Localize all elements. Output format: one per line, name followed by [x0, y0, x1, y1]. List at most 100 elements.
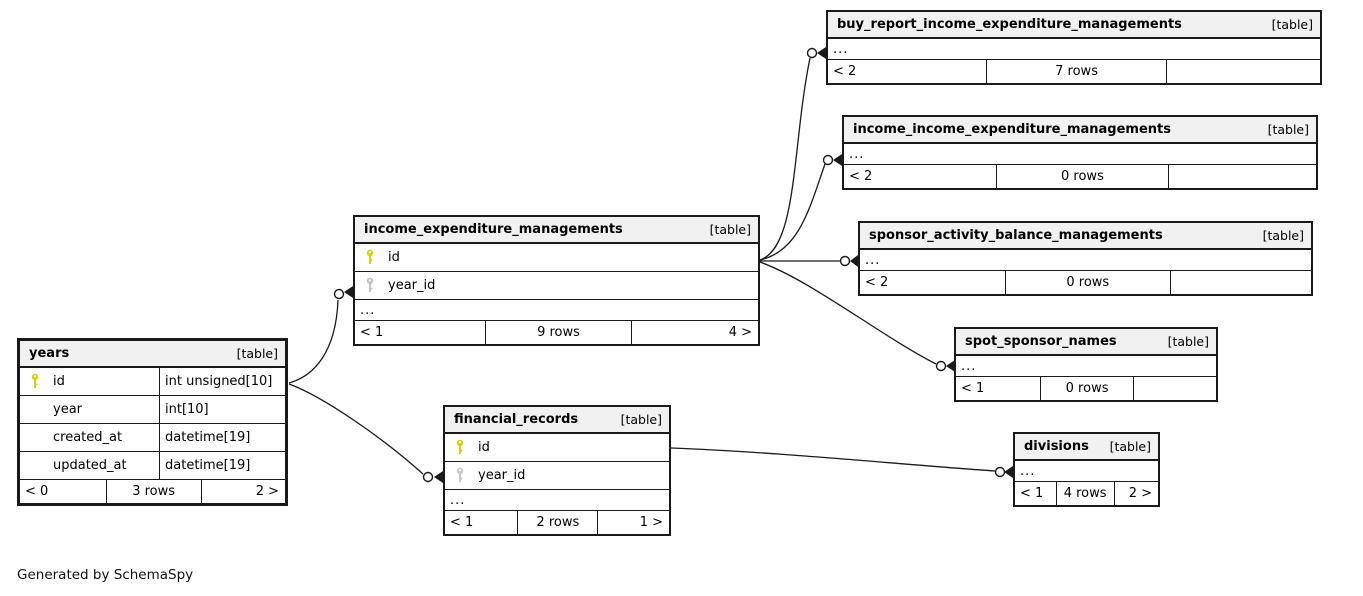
table-name: financial_records	[454, 412, 579, 427]
footer-parents: < 1	[961, 381, 985, 396]
footer-row-count: 2 rows	[517, 511, 597, 534]
table-name: years	[29, 346, 70, 361]
column-type: int unsigned[10]	[159, 368, 285, 395]
foreign-key-icon	[364, 277, 376, 294]
footer-children: 1 >	[597, 511, 669, 534]
table-income_income_expenditure_managements[interactable]: income_income_expenditure_managements [t…	[842, 115, 1318, 190]
footer-row-count: 0 rows	[1004, 271, 1170, 294]
table-name: spot_sponsor_names	[965, 334, 1117, 349]
table-sponsor_activity_balance_managements[interactable]: sponsor_activity_balance_managements [ta…	[858, 221, 1313, 296]
relationship-iem-to-buy_report	[759, 47, 826, 261]
column-row-created-at: created_at datetime[19]	[20, 424, 285, 452]
footer-children	[1133, 377, 1216, 400]
column-row-year-id: year_id	[355, 272, 758, 300]
footer-row-count: 9 rows	[484, 321, 632, 344]
table-footer: < 1 0 rows	[956, 377, 1216, 400]
column-name: year_id	[388, 278, 436, 293]
footer-children	[1166, 60, 1320, 83]
table-footer: < 2 0 rows	[844, 165, 1316, 188]
relationship-years-to-income_expenditure_managements	[288, 286, 353, 384]
primary-key-icon	[454, 439, 466, 456]
footer-parents: < 2	[849, 169, 873, 184]
table-buy_report_income_expenditure_managements[interactable]: buy_report_income_expenditure_management…	[826, 10, 1322, 85]
column-type: datetime[19]	[159, 424, 285, 451]
hidden-columns-ellipsis: ...	[828, 39, 1320, 60]
column-type: int[10]	[159, 396, 285, 423]
footer-row-count: 4 rows	[1055, 482, 1114, 505]
relationship-financial_records-to-divisions	[670, 447, 1013, 478]
column-type: datetime[19]	[159, 452, 285, 479]
column-name: created_at	[53, 430, 123, 445]
table-divisions[interactable]: divisions [table] ... < 1 4 rows 2 >	[1013, 432, 1160, 507]
column-name: id	[53, 374, 65, 389]
footer-row-count: 0 rows	[1039, 377, 1133, 400]
footer-children: 4 >	[631, 321, 758, 344]
table-tag: [table]	[1262, 228, 1304, 243]
table-header: income_expenditure_managements [table]	[355, 217, 758, 244]
column-row-id: id int unsigned[10]	[20, 368, 285, 396]
column-row-year: year int[10]	[20, 396, 285, 424]
table-financial_records[interactable]: financial_records [table] id year_id ...…	[443, 405, 671, 536]
table-header: financial_records [table]	[445, 407, 669, 434]
primary-key-icon	[29, 373, 41, 390]
footer-row-count: 7 rows	[986, 60, 1166, 83]
table-tag: [table]	[1271, 17, 1313, 32]
footer-row-count: 0 rows	[995, 165, 1169, 188]
footer-parents: < 0	[25, 484, 49, 499]
hidden-columns-ellipsis: ...	[860, 250, 1311, 271]
table-years[interactable]: years [table] id int unsigned[10] year i…	[17, 338, 288, 506]
table-tag: [table]	[1109, 439, 1151, 454]
table-footer: < 1 4 rows 2 >	[1015, 482, 1158, 505]
hidden-columns-ellipsis: ...	[844, 144, 1316, 165]
footer-children: 2 >	[200, 480, 285, 503]
table-header: divisions [table]	[1015, 434, 1158, 461]
column-name: year_id	[478, 468, 526, 483]
footer-parents: < 2	[865, 275, 889, 290]
table-tag: [table]	[236, 346, 278, 361]
footer-children	[1169, 271, 1311, 294]
generator-note: Generated by SchemaSpy	[17, 567, 194, 583]
hidden-columns-ellipsis: ...	[956, 356, 1216, 377]
table-footer: < 1 2 rows 1 >	[445, 511, 669, 534]
footer-parents: < 1	[450, 515, 474, 530]
column-row-year-id: year_id	[445, 462, 669, 490]
table-spot_sponsor_names[interactable]: spot_sponsor_names [table] ... < 1 0 row…	[954, 327, 1218, 402]
footer-parents: < 1	[1020, 486, 1044, 501]
table-header: spot_sponsor_names [table]	[956, 329, 1216, 356]
hidden-columns-ellipsis: ...	[355, 300, 758, 321]
table-tag: [table]	[709, 222, 751, 237]
table-header: income_income_expenditure_managements [t…	[844, 117, 1316, 144]
footer-parents: < 1	[360, 325, 384, 340]
relationship-iem-to-sponsor_activity	[760, 255, 858, 267]
table-footer: < 2 7 rows	[828, 60, 1320, 83]
footer-row-count: 3 rows	[105, 480, 201, 503]
table-tag: [table]	[620, 412, 662, 427]
table-name: income_income_expenditure_managements	[853, 122, 1171, 137]
footer-children	[1168, 165, 1316, 188]
hidden-columns-ellipsis: ...	[1015, 461, 1158, 482]
footer-children: 2 >	[1113, 482, 1158, 505]
relationship-iem-to-income_income	[759, 154, 842, 261]
table-income_expenditure_managements[interactable]: income_expenditure_managements [table] i…	[353, 215, 760, 346]
foreign-key-icon	[454, 467, 466, 484]
hidden-columns-ellipsis: ...	[445, 490, 669, 511]
column-name: updated_at	[53, 458, 127, 473]
table-tag: [table]	[1267, 122, 1309, 137]
column-row-updated-at: updated_at datetime[19]	[20, 452, 285, 480]
column-name: id	[388, 250, 400, 265]
column-row-id: id	[355, 244, 758, 272]
table-footer: < 0 3 rows 2 >	[20, 480, 285, 503]
table-footer: < 2 0 rows	[860, 271, 1311, 294]
table-name: buy_report_income_expenditure_management…	[837, 17, 1182, 32]
column-name: year	[53, 402, 83, 417]
table-tag: [table]	[1167, 334, 1209, 349]
table-header: buy_report_income_expenditure_management…	[828, 12, 1320, 39]
table-header: sponsor_activity_balance_managements [ta…	[860, 223, 1311, 250]
footer-parents: < 2	[833, 64, 857, 79]
table-name: divisions	[1024, 439, 1089, 454]
column-name: id	[478, 440, 490, 455]
primary-key-icon	[364, 249, 376, 266]
table-years-header: years [table]	[20, 341, 285, 368]
table-footer: < 1 9 rows 4 >	[355, 321, 758, 344]
